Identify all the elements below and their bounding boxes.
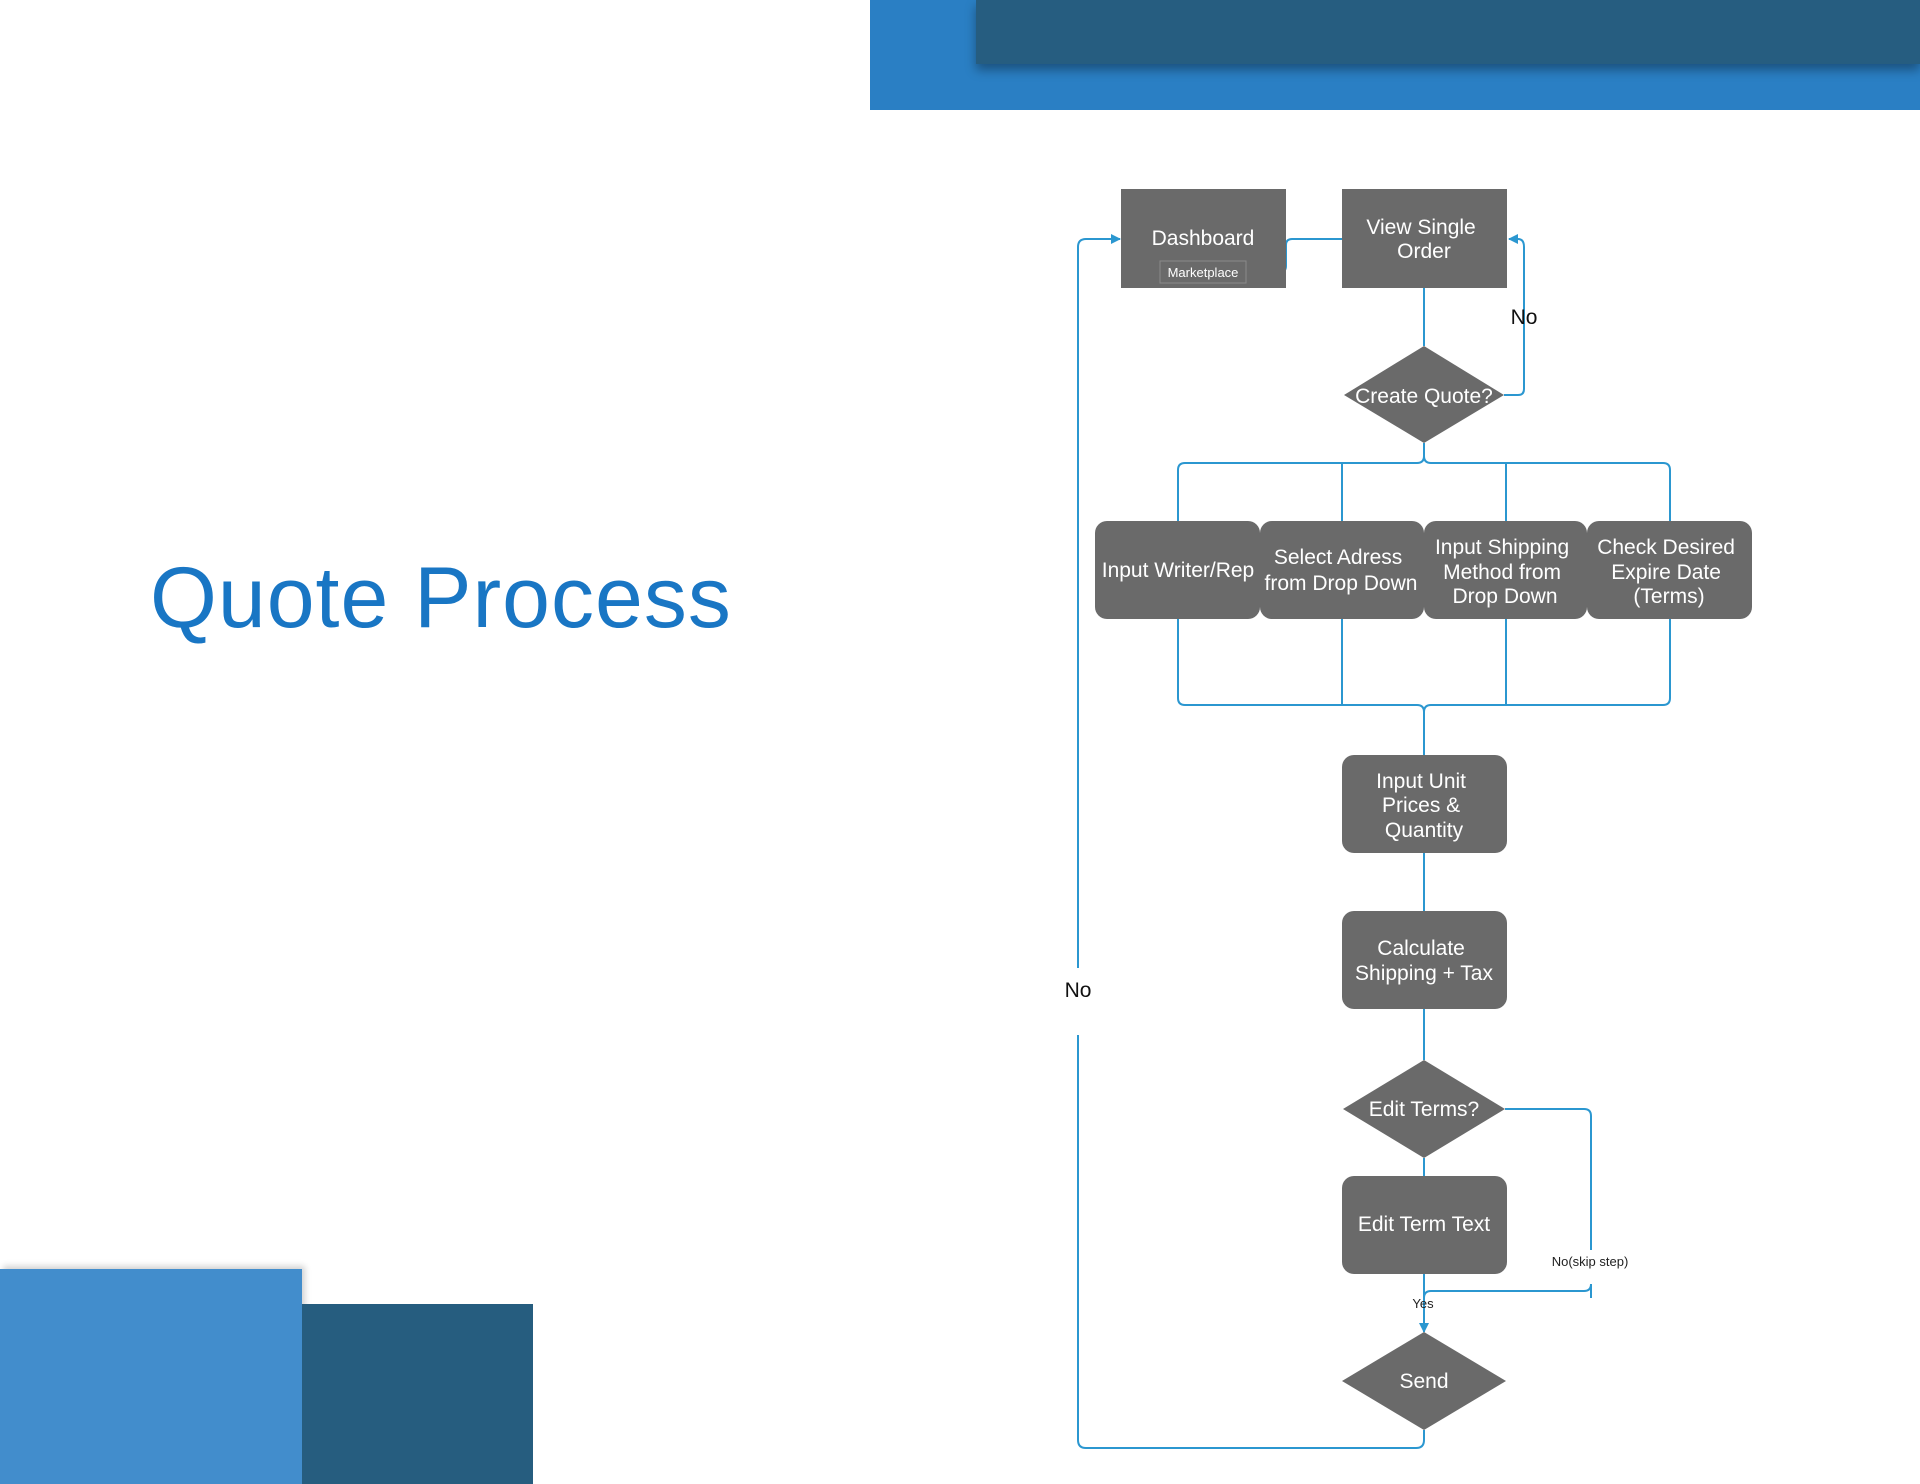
node-edit-term-text-label: Edit Term Text bbox=[1358, 1213, 1490, 1236]
node-select-address-line: Select Adress bbox=[1274, 546, 1402, 569]
node-send-label: Send bbox=[1399, 1370, 1448, 1393]
node-edit-terms-label: Edit Terms? bbox=[1369, 1098, 1480, 1121]
node-calculate[interactable]: Calculate Shipping + Tax bbox=[1342, 911, 1507, 1009]
node-input-writer[interactable]: Input Writer/Rep bbox=[1095, 521, 1260, 619]
connectors bbox=[1077, 234, 1671, 1449]
node-edit-terms[interactable]: Edit Terms? bbox=[1343, 1060, 1505, 1158]
edge-label-yes: Yes bbox=[1412, 1296, 1434, 1311]
node-dashboard-label: Dashboard bbox=[1152, 227, 1255, 250]
node-select-address[interactable]: Select Adress from Drop Down bbox=[1260, 521, 1424, 619]
node-input-unit-line: Input Unit bbox=[1376, 770, 1466, 793]
page-title: Quote Process bbox=[150, 550, 732, 646]
bottom-block-light bbox=[0, 1269, 302, 1484]
svg-text:Calculate Shipping + Tax: Calculate Shipping + Tax bbox=[1355, 937, 1493, 985]
node-calculate-line: Calculate bbox=[1377, 937, 1465, 960]
connector-send-no bbox=[1077, 239, 1425, 1449]
node-view-single-order[interactable]: View Single Order bbox=[1342, 189, 1507, 288]
node-input-writer-label: Input Writer/Rep bbox=[1102, 559, 1255, 582]
node-check-expire[interactable]: Check Desired Expire Date (Terms) bbox=[1587, 521, 1752, 619]
node-view-single-order-line: View Single bbox=[1366, 216, 1475, 239]
node-check-expire-line: Expire Date bbox=[1611, 561, 1721, 584]
svg-text:Input Unit Prices &: Input Unit Prices & Quantity bbox=[1376, 770, 1472, 842]
bottom-block-dark bbox=[302, 1304, 533, 1484]
node-view-single-order-line: Order bbox=[1397, 240, 1451, 263]
node-input-unit[interactable]: Input Unit Prices & Quantity bbox=[1342, 755, 1507, 853]
node-calculate-line: Shipping + Tax bbox=[1355, 962, 1493, 985]
node-edit-term-text[interactable]: Edit Term Text bbox=[1342, 1176, 1507, 1274]
node-input-unit-line: Quantity bbox=[1385, 819, 1464, 842]
node-input-unit-line: Prices & bbox=[1382, 794, 1460, 817]
node-check-expire-line: Check Desired bbox=[1597, 536, 1735, 559]
node-input-shipping-line: Input Shipping bbox=[1435, 536, 1569, 559]
edge-label-send-no: No bbox=[1065, 979, 1092, 1002]
node-input-shipping[interactable]: Input Shipping Method from Drop Down bbox=[1424, 521, 1587, 619]
svg-text:Select Adress from Drop: Select Adress from Drop Down bbox=[1265, 546, 1418, 595]
connector-parallel-merge bbox=[1177, 619, 1671, 755]
connector-create-quote-split bbox=[1177, 443, 1671, 521]
svg-text:View Single Order: View Single Order bbox=[1366, 216, 1481, 263]
node-dashboard[interactable]: Dashboard Marketplace bbox=[1121, 189, 1286, 288]
edge-label-skip-step: No(skip step) bbox=[1552, 1254, 1629, 1269]
svg-text:Input Shipping Method fr: Input Shipping Method from Drop Down bbox=[1435, 536, 1575, 608]
top-band-dark bbox=[976, 0, 1920, 64]
connector-create-quote-no bbox=[1504, 234, 1525, 396]
edge-label-create-quote-no: No bbox=[1511, 306, 1538, 329]
svg-text:Check Desired Expire Dat: Check Desired Expire Date (Terms) bbox=[1597, 536, 1741, 608]
node-dashboard-sub-label: Marketplace bbox=[1168, 265, 1239, 280]
node-create-quote[interactable]: Create Quote? bbox=[1344, 346, 1504, 443]
node-send[interactable]: Send bbox=[1342, 1332, 1506, 1430]
node-create-quote-label: Create Quote? bbox=[1355, 385, 1493, 408]
node-check-expire-line: (Terms) bbox=[1633, 585, 1704, 608]
node-input-shipping-line: Drop Down bbox=[1452, 585, 1557, 608]
node-input-shipping-line: Method from bbox=[1443, 561, 1561, 584]
node-select-address-line: from Drop Down bbox=[1265, 572, 1418, 595]
